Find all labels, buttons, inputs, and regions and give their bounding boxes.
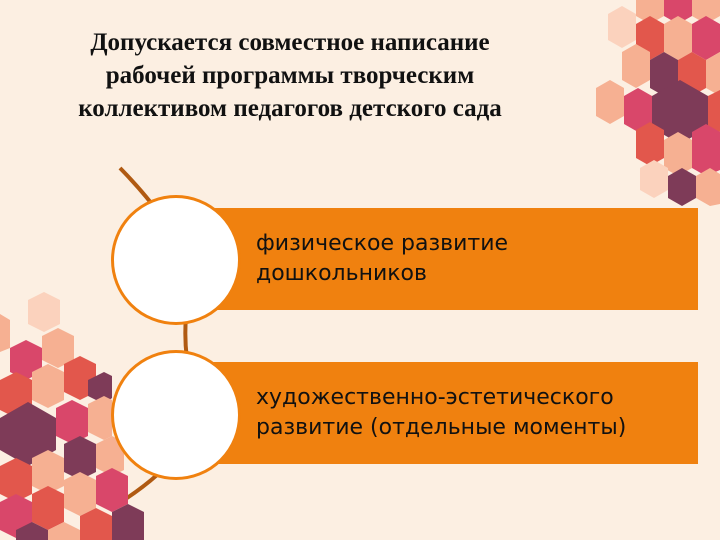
list-item-line-2: дошкольников bbox=[256, 261, 427, 286]
bullet-circle-1 bbox=[111, 195, 241, 325]
bottom-left-hexagon-cluster bbox=[0, 292, 144, 540]
list-item-line-2: развитие (отдельные моменты) bbox=[256, 415, 627, 440]
title-line-3: коллективом педагогов детского сада bbox=[78, 95, 502, 122]
top-right-hexagon-cluster bbox=[596, 0, 720, 206]
list-item-text: художественно-эстетического развитие (от… bbox=[256, 383, 626, 443]
bullet-circle-2 bbox=[111, 350, 241, 480]
title-line-1: Допускается совместное написание bbox=[90, 29, 490, 56]
list-item-text: физическое развитие дошкольников bbox=[256, 229, 508, 289]
list-item-artistic-aesthetic-development: художественно-эстетического развитие (от… bbox=[190, 362, 698, 464]
list-item-line-1: художественно-эстетического bbox=[256, 385, 614, 410]
page-title: Допускается совместное написание рабочей… bbox=[20, 26, 560, 125]
list-item-physical-development: физическое развитие дошкольников bbox=[190, 208, 698, 310]
title-line-2: рабочей программы творческим bbox=[105, 62, 475, 89]
list-item-line-1: физическое развитие bbox=[256, 231, 509, 256]
